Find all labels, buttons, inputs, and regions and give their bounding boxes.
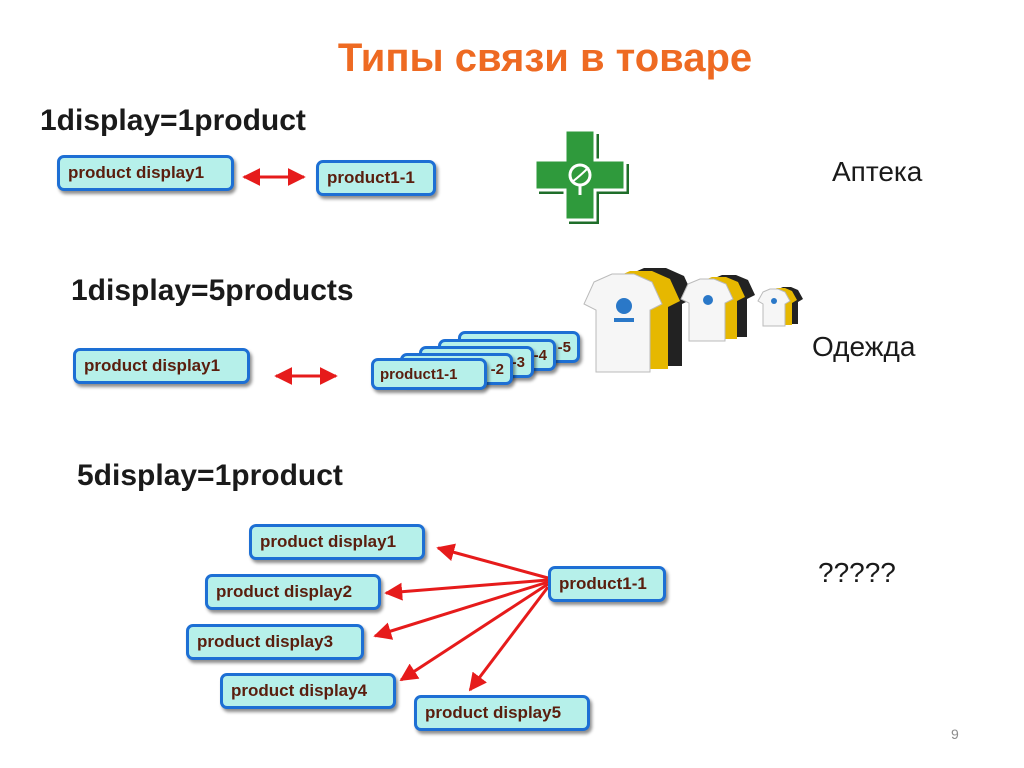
stacked-product-label: -4 <box>533 346 547 364</box>
section1-heading: 1display=1product <box>40 104 306 137</box>
pharmacy-cross-icon <box>533 128 629 224</box>
section3-arrows <box>373 543 550 692</box>
section3-caption: ????? <box>818 557 896 588</box>
section1-display-box: product display1 <box>57 155 234 191</box>
page-number: 9 <box>951 726 959 742</box>
stacked-product-label: -5 <box>557 338 571 356</box>
t-shirts-image <box>583 268 803 373</box>
section1-product-box: product1-1 <box>316 160 436 196</box>
section2-caption: Одежда <box>812 331 916 362</box>
section1-caption: Аптека <box>832 156 923 187</box>
front-product-box: product1-1 <box>371 358 487 390</box>
arrow-to-display3 <box>373 580 549 640</box>
section2-display-box: product display1 <box>73 348 250 384</box>
display-box-4: product display4 <box>220 673 396 709</box>
display-box-1: product display1 <box>249 524 425 560</box>
section3-product-box: product1-1 <box>548 566 666 602</box>
arrow-to-display2 <box>384 578 549 601</box>
display-box-2: product display2 <box>205 574 381 610</box>
t-shirt-group-large <box>583 268 694 373</box>
arrow-to-display5 <box>468 586 550 692</box>
section3-heading: 5display=1product <box>77 459 343 492</box>
stacked-product-label: -3 <box>511 353 525 371</box>
arrow-to-display1 <box>436 543 549 580</box>
t-shirt-group-medium <box>680 275 755 342</box>
t-shirt-group-small <box>757 287 803 327</box>
slide-title: Типы связи в товаре <box>337 36 753 80</box>
arrow-to-display4 <box>399 582 549 682</box>
display-box-5: product display5 <box>414 695 590 731</box>
display-box-3: product display3 <box>186 624 364 660</box>
stacked-product-label: -2 <box>490 360 504 378</box>
section2-heading: 1display=5products <box>71 274 354 307</box>
